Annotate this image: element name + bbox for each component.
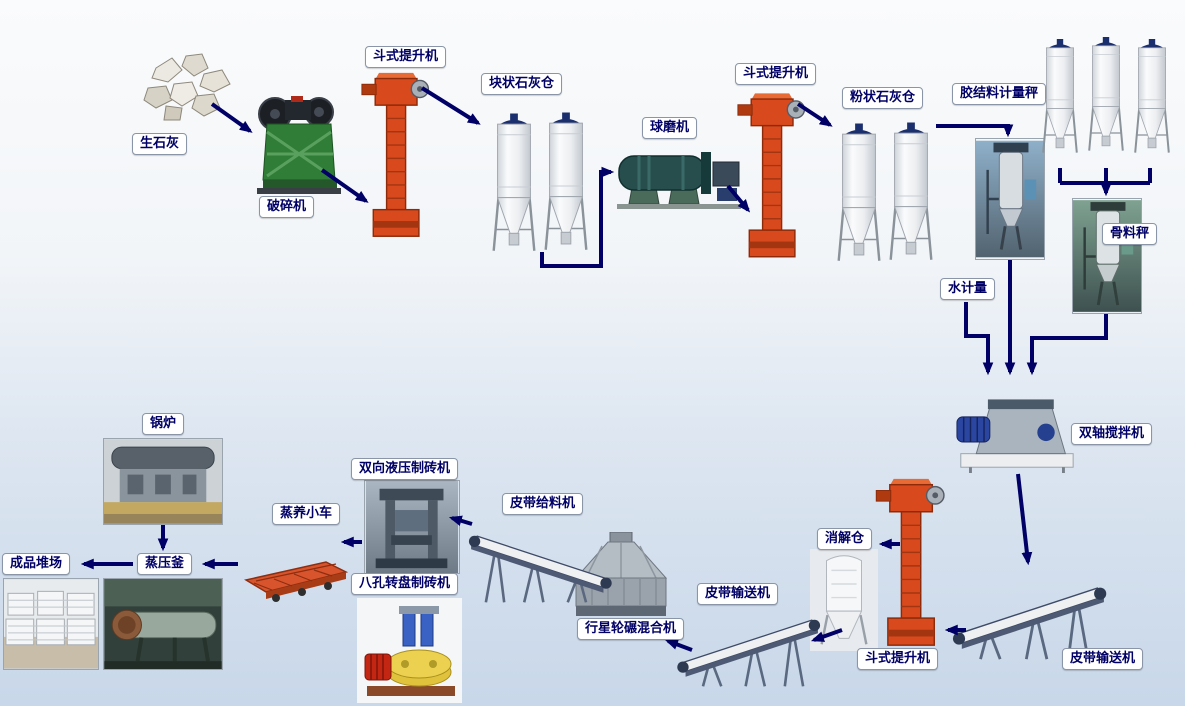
product-yard-image xyxy=(3,578,99,670)
label-lump-lime-silo: 块状石灰仓 xyxy=(481,73,563,95)
line-storage-silos-manifold xyxy=(1058,168,1152,185)
label-aggregate-scale: 骨料秤 xyxy=(1102,223,1158,245)
label-rotary-brick-machine: 八孔转盘制砖机 xyxy=(351,573,459,595)
arrow-digestion-silo-to-conveyor xyxy=(810,628,843,642)
label-bucket-elevator-1: 斗式提升机 xyxy=(365,46,447,68)
brick-stacks-icon xyxy=(4,579,98,669)
label-crusher: 破碎机 xyxy=(259,196,315,218)
autoclave-icon xyxy=(104,579,222,669)
planetary-mixer-icon xyxy=(574,532,668,616)
planetary-mixer-image xyxy=(572,532,670,620)
label-product-yard: 成品堆场 xyxy=(2,553,71,575)
arrow-conveyor-to-planetary-mixer xyxy=(664,639,693,652)
metering-scale-icon xyxy=(1073,200,1141,312)
autoclave-image xyxy=(103,578,223,670)
crusher-image xyxy=(255,92,345,197)
label-bucket-elevator-2: 斗式提升机 xyxy=(735,63,817,85)
arrow-ball-mill-to-elevator2 xyxy=(726,184,751,213)
quicklime-rocks-image xyxy=(138,48,238,126)
arrow-aggregate-scale-to-mixer xyxy=(1026,314,1108,376)
label-binder-metering-scale: 胶结料计量秤 xyxy=(952,83,1047,105)
label-belt-feeder: 皮带给料机 xyxy=(502,493,584,515)
rotary-press-icon xyxy=(357,598,462,703)
boiler-icon xyxy=(104,439,222,524)
label-planetary-mixer: 行星轮碾混合机 xyxy=(577,618,685,640)
label-belt-conveyor-middle: 皮带输送机 xyxy=(697,583,779,605)
label-steam-curing-trolley: 蒸养小车 xyxy=(272,503,341,525)
ball-mill-icon xyxy=(617,152,741,209)
label-digestion-silo: 消解仓 xyxy=(817,528,873,550)
arrow-elevator2-to-powder-silo xyxy=(796,102,833,127)
jaw-crusher-icon xyxy=(257,96,341,194)
label-powder-lime-silo: 粉状石灰仓 xyxy=(842,87,924,109)
boiler-image xyxy=(103,438,223,525)
rotary-brick-machine-image xyxy=(357,598,462,703)
label-quicklime: 生石灰 xyxy=(132,133,188,155)
ball-mill-image xyxy=(615,140,745,215)
arrow-mixer-to-conveyor xyxy=(1016,473,1033,566)
steam-curing-trolley-image xyxy=(242,548,350,606)
arrow-crusher-to-elevator1 xyxy=(320,168,369,203)
aggregate-scale-image xyxy=(1072,198,1142,314)
label-boiler: 锅炉 xyxy=(142,413,185,435)
arrow-quicklime-to-crusher xyxy=(210,102,253,133)
arrow-lump-silo-to-ball-mill xyxy=(540,166,615,268)
label-double-shaft-mixer: 双轴搅拌机 xyxy=(1071,423,1153,445)
arrow-water-to-mixer xyxy=(964,302,994,376)
arrow-powder-silo-to-binder-scale xyxy=(936,124,1014,138)
label-bucket-elevator-3: 斗式提升机 xyxy=(857,648,939,670)
binder-metering-scale-image xyxy=(975,138,1045,260)
arrow-elevator1-to-lump-silo xyxy=(420,86,481,125)
trolley-icon xyxy=(244,561,349,602)
label-belt-conveyor-right: 皮带输送机 xyxy=(1062,648,1144,670)
metering-scale-icon xyxy=(976,140,1044,258)
brick-press-icon xyxy=(366,481,458,573)
label-hydraulic-brick-machine: 双向液压制砖机 xyxy=(351,458,459,480)
rocks-icon xyxy=(143,53,231,121)
double-shaft-mixer-image xyxy=(952,382,1080,474)
label-ball-mill: 球磨机 xyxy=(642,117,698,139)
mixer-icon xyxy=(956,399,1074,474)
label-water-metering: 水计量 xyxy=(940,278,996,300)
label-autoclave: 蒸压釜 xyxy=(137,553,193,575)
arrow-feeder-to-brick-machine xyxy=(448,515,473,526)
